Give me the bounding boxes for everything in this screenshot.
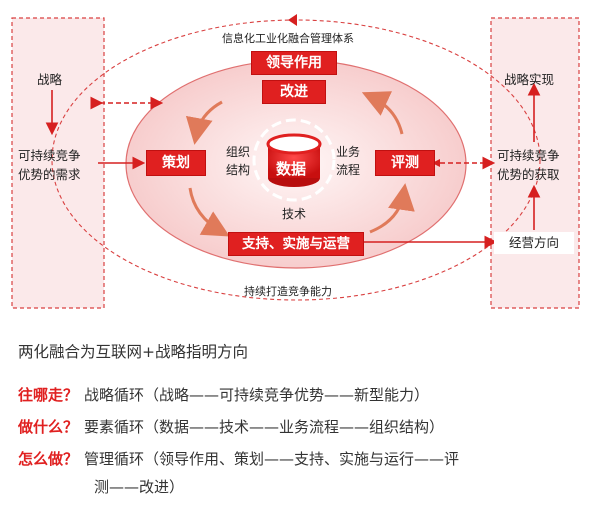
question-how: 怎么做？ bbox=[18, 450, 79, 468]
right-business-label: 经营方向 bbox=[494, 232, 574, 254]
center-data-label: 数据 bbox=[276, 160, 307, 178]
arrow-evaluate-to-improve bbox=[361, 91, 404, 135]
tech-label: 技术 bbox=[282, 207, 307, 221]
center-ring bbox=[252, 118, 336, 202]
left-panel bbox=[11, 17, 105, 309]
outer-cycle-arrow bbox=[288, 14, 297, 26]
arrow-improve-to-plan bbox=[185, 100, 223, 145]
box-evaluate: 评测 bbox=[375, 150, 435, 176]
box-improve: 改进 bbox=[262, 80, 326, 104]
left-need-label-2: 优势的需求 bbox=[18, 167, 81, 182]
arrow-plan-to-support bbox=[188, 187, 230, 237]
line-what: 做什么？ 要素循环（数据——技术——业务流程——组织结构） bbox=[18, 416, 444, 437]
answer-what: 要素循环（数据——技术——业务流程——组织结构） bbox=[84, 418, 445, 436]
question-where: 往哪走？ bbox=[18, 386, 79, 404]
diagram-graphics bbox=[11, 14, 580, 309]
answer-where: 战略循环（战略——可持续竞争优势——新型能力） bbox=[84, 386, 430, 404]
answer-how: 管理循环（领导作用、策划——支持、实施与运行——评 bbox=[84, 450, 460, 468]
org-label-2: 结构 bbox=[226, 163, 251, 177]
right-panel bbox=[490, 17, 580, 309]
left-need-label-1: 可持续竞争 bbox=[18, 148, 81, 163]
line-where: 往哪走？ 战略循环（战略——可持续竞争优势——新型能力） bbox=[18, 384, 429, 405]
biz-label-1: 业务 bbox=[336, 145, 361, 159]
outer-ellipse bbox=[51, 19, 541, 301]
box-leadership: 领导作用 bbox=[251, 51, 337, 75]
box-plan: 策划 bbox=[146, 150, 206, 176]
right-realization-label: 战略实现 bbox=[504, 72, 555, 87]
diagram-title: 信息化工业化融合管理体系 bbox=[222, 32, 354, 45]
line-how: 怎么做？ 管理循环（领导作用、策划——支持、实施与运行——评 bbox=[18, 448, 459, 469]
fusion-management-diagram: 信息化工业化融合管理体系 持续打造竞争能力 战略 可持续竞争 优势的需求 战略实… bbox=[11, 14, 580, 309]
line-how-continuation: 测——改进） bbox=[94, 478, 185, 496]
section-heading: 两化融合为互联网+战略指明方向 bbox=[18, 343, 248, 361]
cylinder-top bbox=[266, 133, 322, 155]
biz-label-2: 流程 bbox=[336, 163, 361, 177]
box-support: 支持、实施与运营 bbox=[228, 232, 364, 256]
right-acquire-label-1: 可持续竞争 bbox=[497, 148, 560, 163]
arrow-support-to-evaluate bbox=[369, 183, 415, 234]
org-label-1: 组织 bbox=[226, 145, 251, 159]
question-what: 做什么？ bbox=[18, 418, 79, 436]
text-section: 两化融合为互联网+战略指明方向 往哪走？ 战略循环（战略——可持续竞争优势——新型… bbox=[0, 318, 592, 507]
right-acquire-label-2: 优势的获取 bbox=[497, 167, 560, 182]
diagram-bottom-caption: 持续打造竞争能力 bbox=[244, 285, 332, 298]
left-strategy-label: 战略 bbox=[37, 72, 63, 87]
